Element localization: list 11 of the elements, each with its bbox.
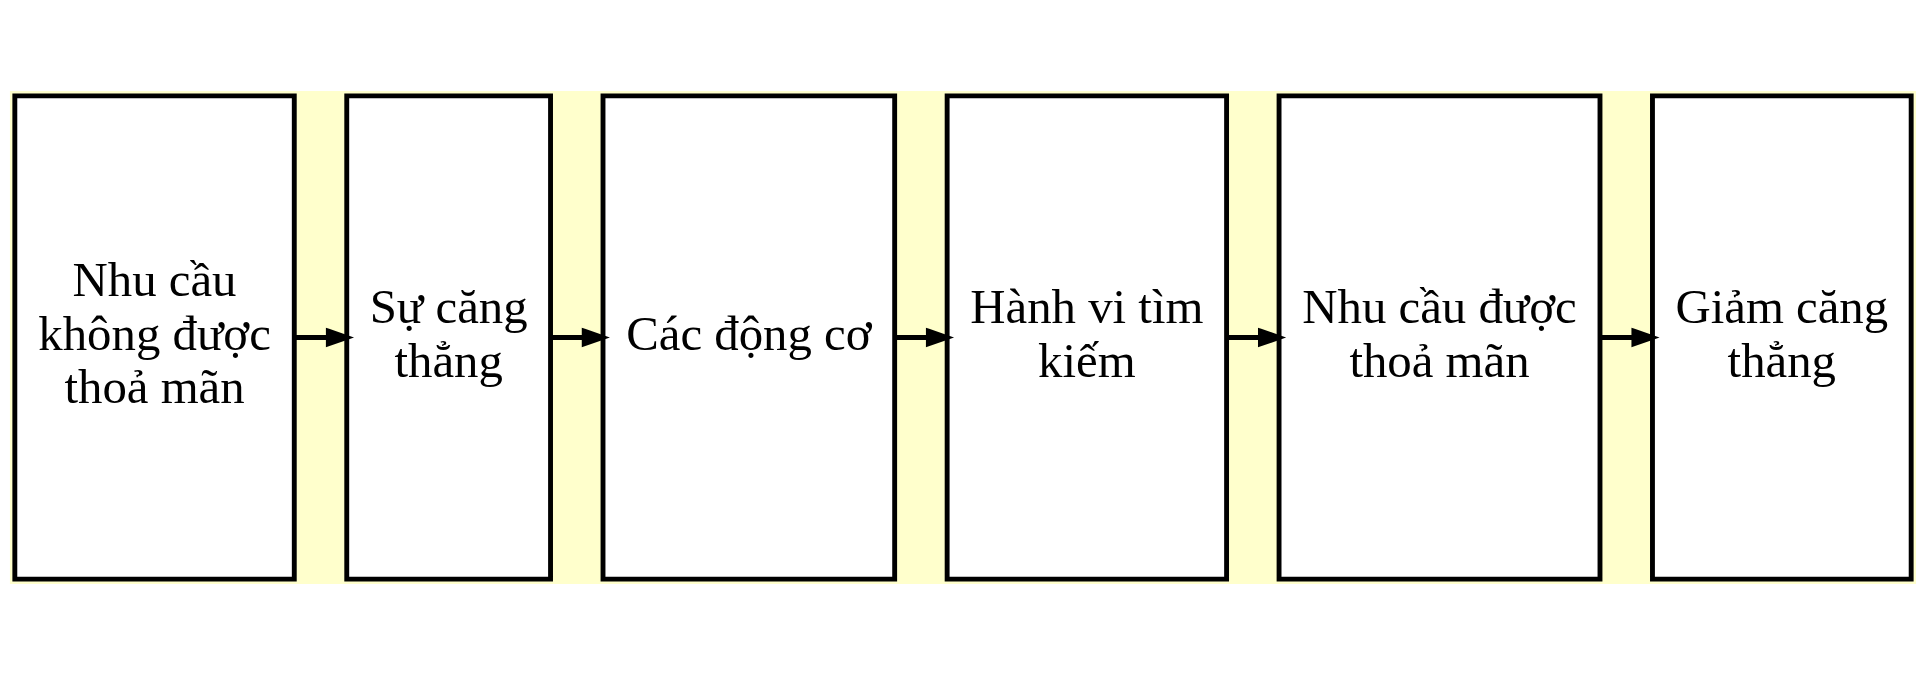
node-box: Giảm căng thẳng [1649,93,1914,582]
node-box: Sự căng thẳng [343,93,553,582]
arrow [1226,327,1286,348]
node-box: Hành vi tìm kiếm [944,93,1229,582]
arrow [550,327,610,348]
arrow [1599,327,1660,348]
node-box: Các động cơ [600,93,897,582]
arrow [894,327,954,348]
node-box: Nhu cầu được thoả mãn [1276,93,1602,582]
arrow [293,327,354,348]
node-box: Nhu cầu không được thoả mãn [11,93,297,582]
